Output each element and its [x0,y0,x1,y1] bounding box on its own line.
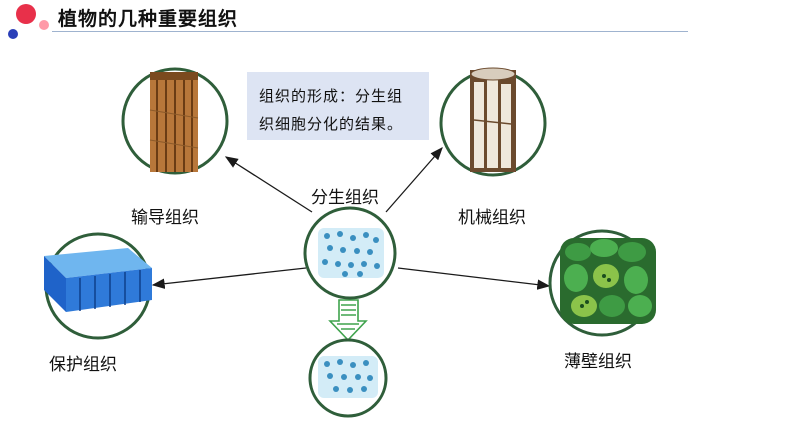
meristem-cells-image [318,228,384,278]
corner-logo [8,4,49,39]
protective-tissue-node [44,232,152,340]
arrow-to-parenchyma [397,267,551,290]
note-line-2: 织细胞分化的结果。 [259,115,404,133]
meristem-node [303,206,397,300]
label-mechanical: 机械组织 [458,208,526,228]
mechanical-tissue-image [470,67,516,172]
note-box: 组织的形成：分生组 织细胞分化的结果。 [247,72,429,140]
protective-tissue-image [44,248,152,312]
parenchyma-node [548,229,656,337]
arrow-to-mechanical [385,147,443,213]
title-underline [52,31,688,32]
mechanical-tissue-node [439,67,547,177]
label-conducting: 输导组织 [131,208,199,228]
page-title: 植物的几种重要组织 [58,8,239,30]
arrow-to-protective [151,267,307,289]
label-parenchyma: 薄壁组织 [564,352,632,372]
dividing-cells-image [318,356,378,398]
conducting-tissue-node [121,67,229,175]
parenchyma-image [560,238,656,324]
arrow-to-conducting [224,156,313,213]
down-arrow-icon [328,299,368,342]
label-meristem: 分生组织 [311,188,379,208]
dividing-cells-node [308,338,388,418]
label-protective: 保护组织 [49,355,117,375]
note-line-1: 组织的形成：分生组 [259,87,404,105]
conducting-tissue-image [149,72,199,172]
